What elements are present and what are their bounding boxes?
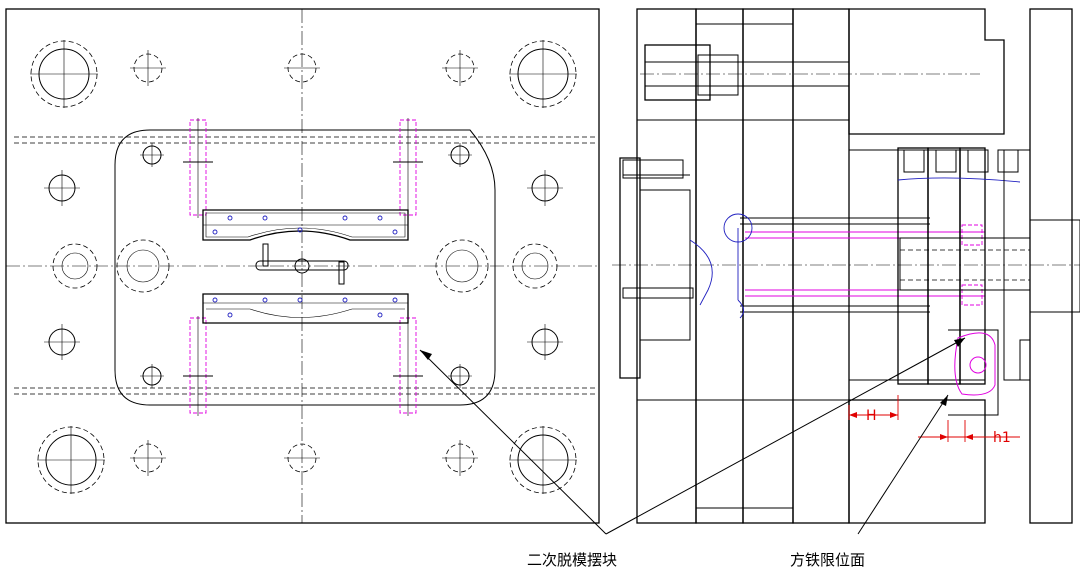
support-plate [792, 8, 850, 524]
swing-block-pins [183, 118, 423, 416]
plan-dashed-bands [14, 136, 596, 395]
dimension-h-label: H [866, 408, 877, 424]
side-holes [44, 170, 563, 360]
product-parts [202, 209, 409, 324]
swing-block-label: 二次脱模摆块 [527, 551, 617, 569]
ejector-pins [723, 213, 985, 319]
screw-holes [130, 50, 478, 476]
guide-pin [640, 44, 980, 101]
ejector-plates [897, 147, 1031, 385]
leader-to-plan-view [419, 349, 607, 535]
dimension-h1-label: h1 [993, 430, 1011, 446]
cavity-insert-outline [114, 129, 496, 406]
plan-view [5, 8, 600, 524]
plate-layer-lines [637, 23, 985, 509]
swing-block [948, 329, 1031, 416]
spacer-lower [848, 399, 986, 524]
stopper-face-label: 方铁限位面 [790, 551, 865, 569]
locating-ring [619, 157, 713, 379]
leader-to-stopper [857, 394, 949, 535]
dimension-h-lower: h1 [918, 420, 1020, 446]
leaders [419, 337, 966, 535]
runner [255, 243, 349, 285]
leader-to-section-view [605, 337, 966, 535]
spacer-upper [848, 8, 1005, 135]
bottom-clamp-plate [1029, 8, 1073, 524]
section-view: H h1 [612, 8, 1080, 524]
dimension-h-upper: H [848, 395, 899, 424]
corner-guide-bushings [30, 40, 577, 494]
